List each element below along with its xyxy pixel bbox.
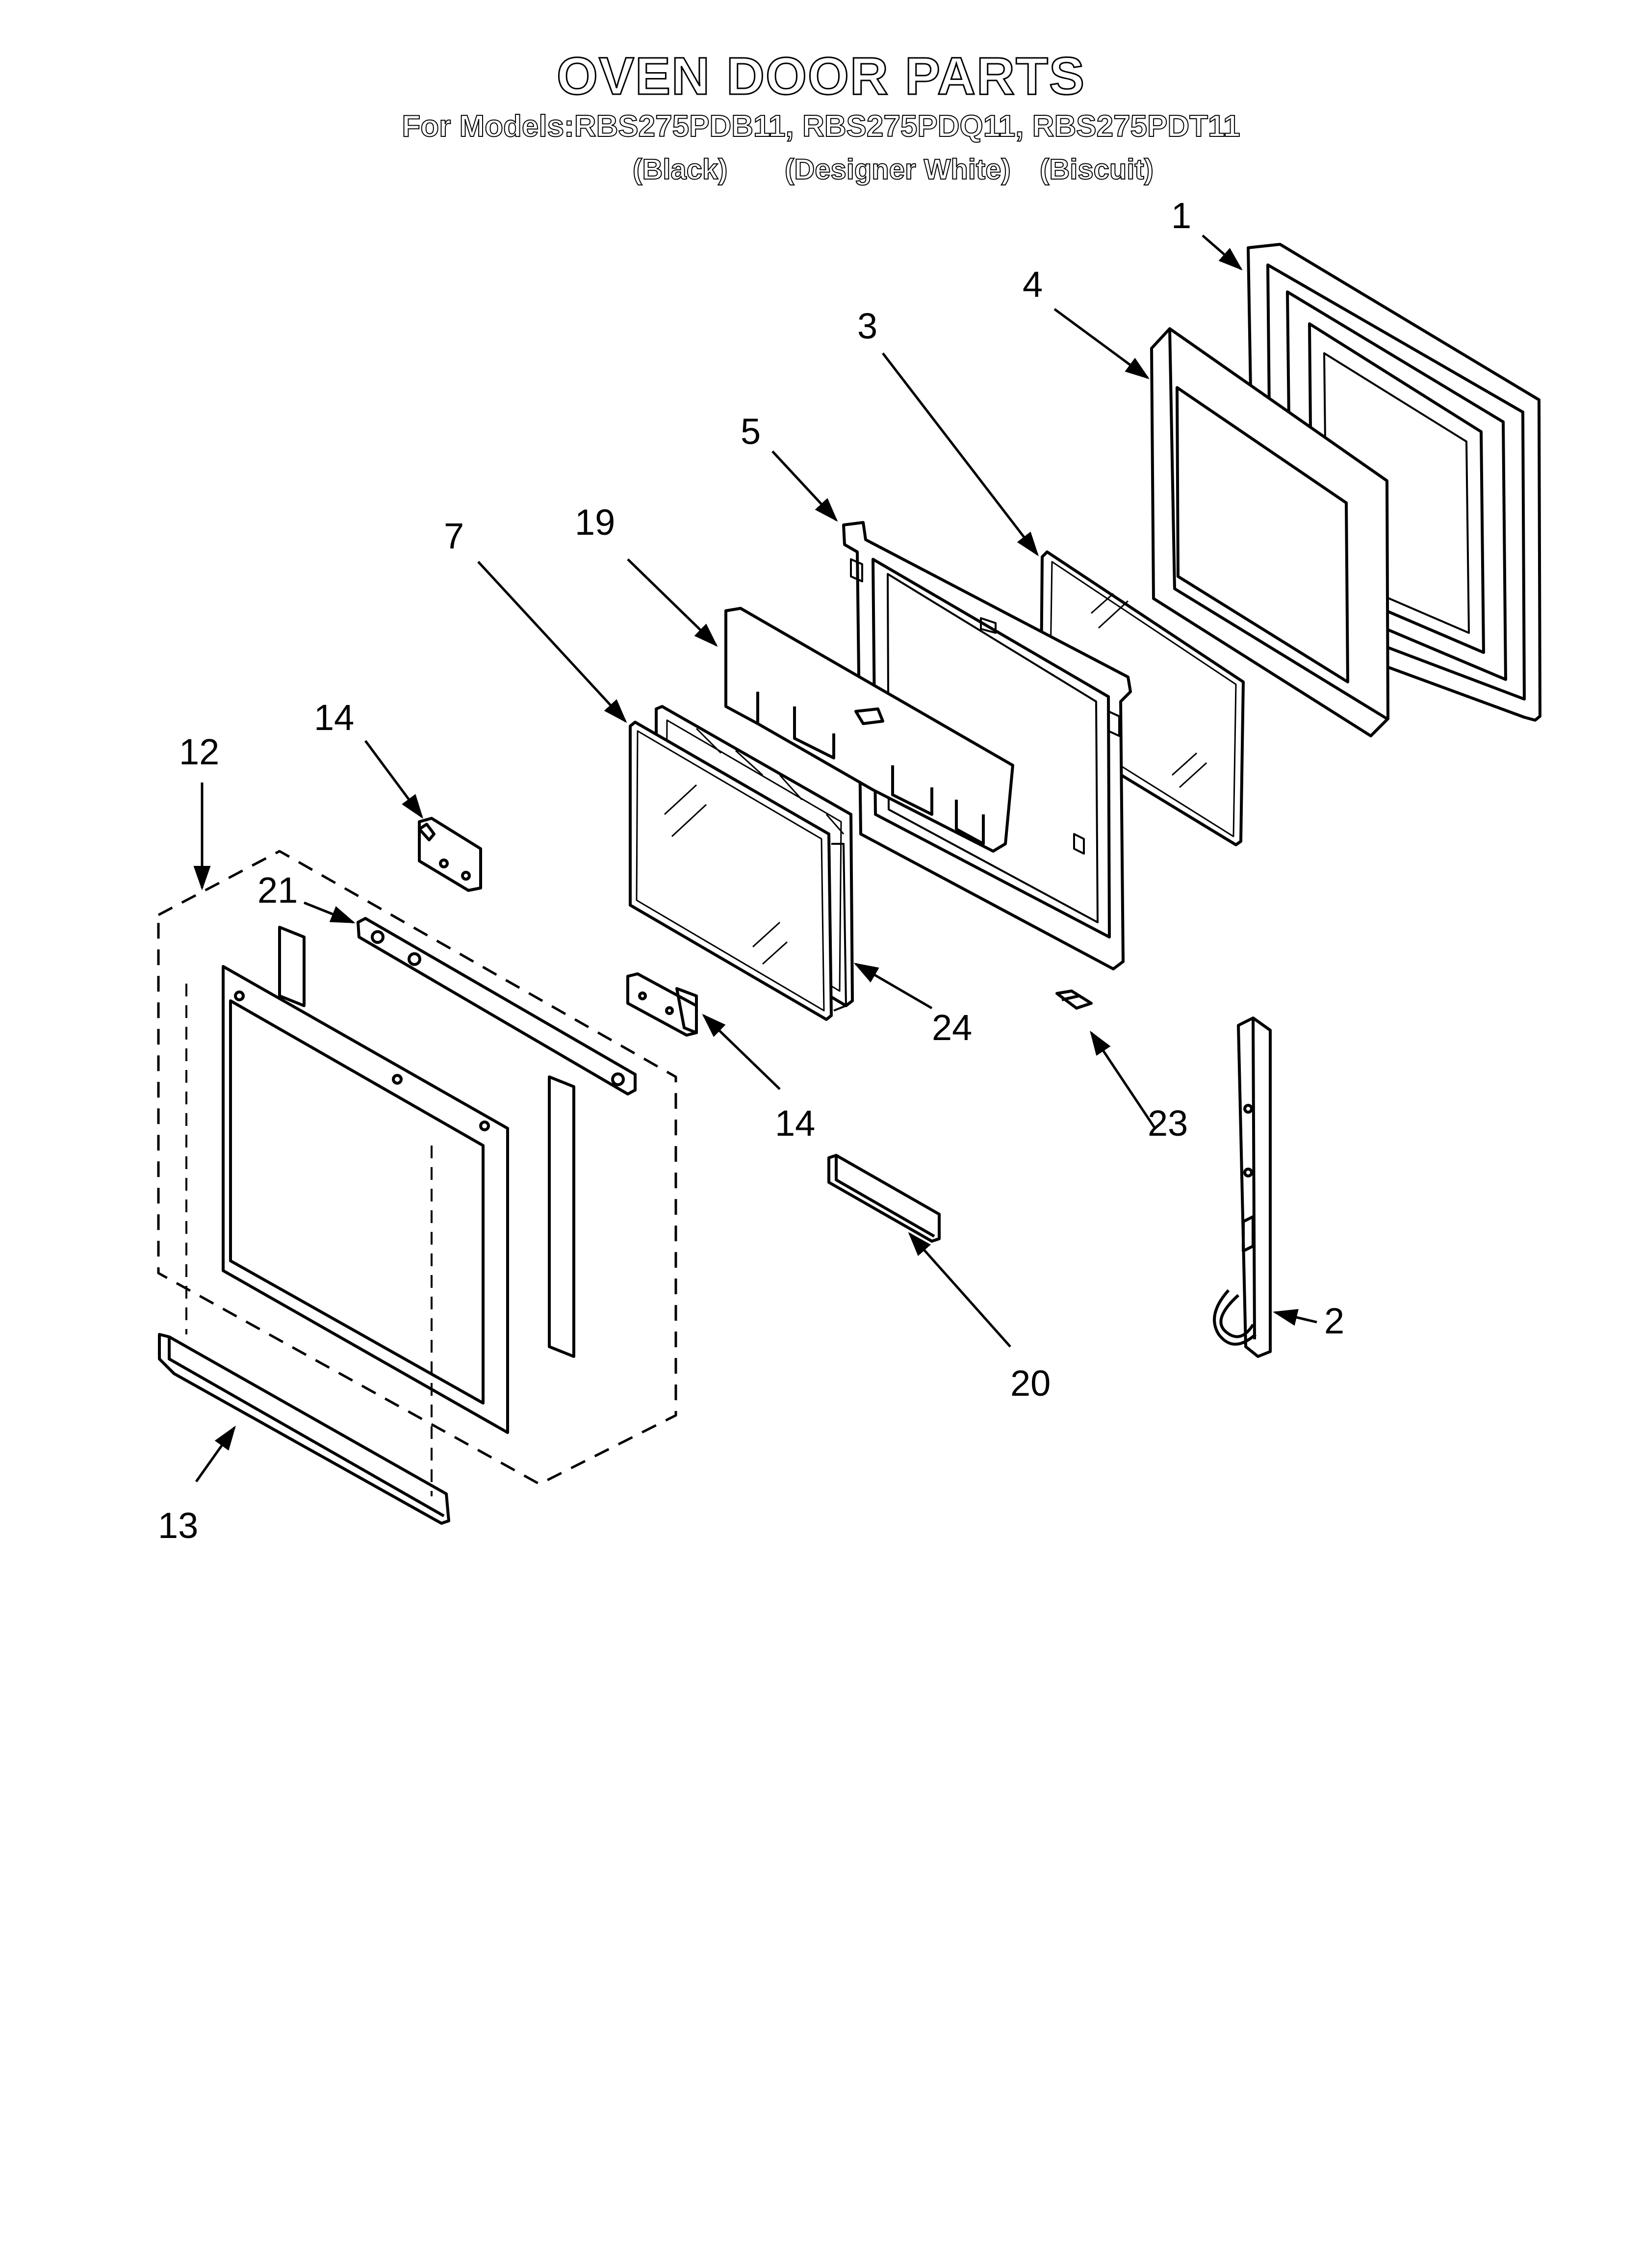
variant-designer-white: (Designer White) xyxy=(784,153,1011,186)
callout-3: 3 xyxy=(857,306,877,346)
callout-14-lower: 14 xyxy=(775,1103,815,1144)
callout-labels: 1 4 3 5 19 7 14 12 21 24 14 23 20 2 13 xyxy=(158,195,1344,1546)
callout-14-upper: 14 xyxy=(314,697,354,738)
callout-24: 24 xyxy=(932,1007,972,1048)
page-title: OVEN DOOR PARTS xyxy=(556,46,1086,106)
part-2-hinge-channel xyxy=(1213,1017,1272,1358)
variant-black: (Black) xyxy=(632,153,728,186)
models-line: For Models:RBS275PDB11, RBS275PDQ11, RBS… xyxy=(401,109,1240,144)
callout-19: 19 xyxy=(575,502,615,543)
variant-biscuit: (Biscuit) xyxy=(1039,153,1154,186)
part-14-hinge-bracket-lower xyxy=(626,972,698,1037)
callout-23: 23 xyxy=(1148,1103,1188,1144)
part-13-bottom-trim xyxy=(158,1333,450,1525)
part-14-hinge-bracket-upper xyxy=(418,817,482,892)
part-21-trim-strip xyxy=(357,917,637,1095)
callout-21: 21 xyxy=(257,870,298,911)
part-12-outer-glass xyxy=(222,926,575,1434)
part-23-clip xyxy=(1055,990,1093,1010)
callout-13: 13 xyxy=(158,1505,198,1546)
part-4-door-frame xyxy=(1150,327,1389,737)
callout-1: 1 xyxy=(1171,195,1191,236)
callout-arrows xyxy=(193,235,1317,1483)
part-19-heat-shield xyxy=(724,607,1014,853)
callout-2: 2 xyxy=(1324,1301,1344,1341)
part-20-trim-piece xyxy=(827,1154,941,1243)
part-7-glass-assembly xyxy=(629,721,847,1021)
callout-4: 4 xyxy=(1023,264,1043,305)
part-12-door-assembly-outline xyxy=(157,850,677,1486)
callout-7: 7 xyxy=(444,516,464,556)
callout-12: 12 xyxy=(179,731,219,772)
callout-5: 5 xyxy=(741,411,761,452)
callout-20: 20 xyxy=(1010,1363,1051,1404)
